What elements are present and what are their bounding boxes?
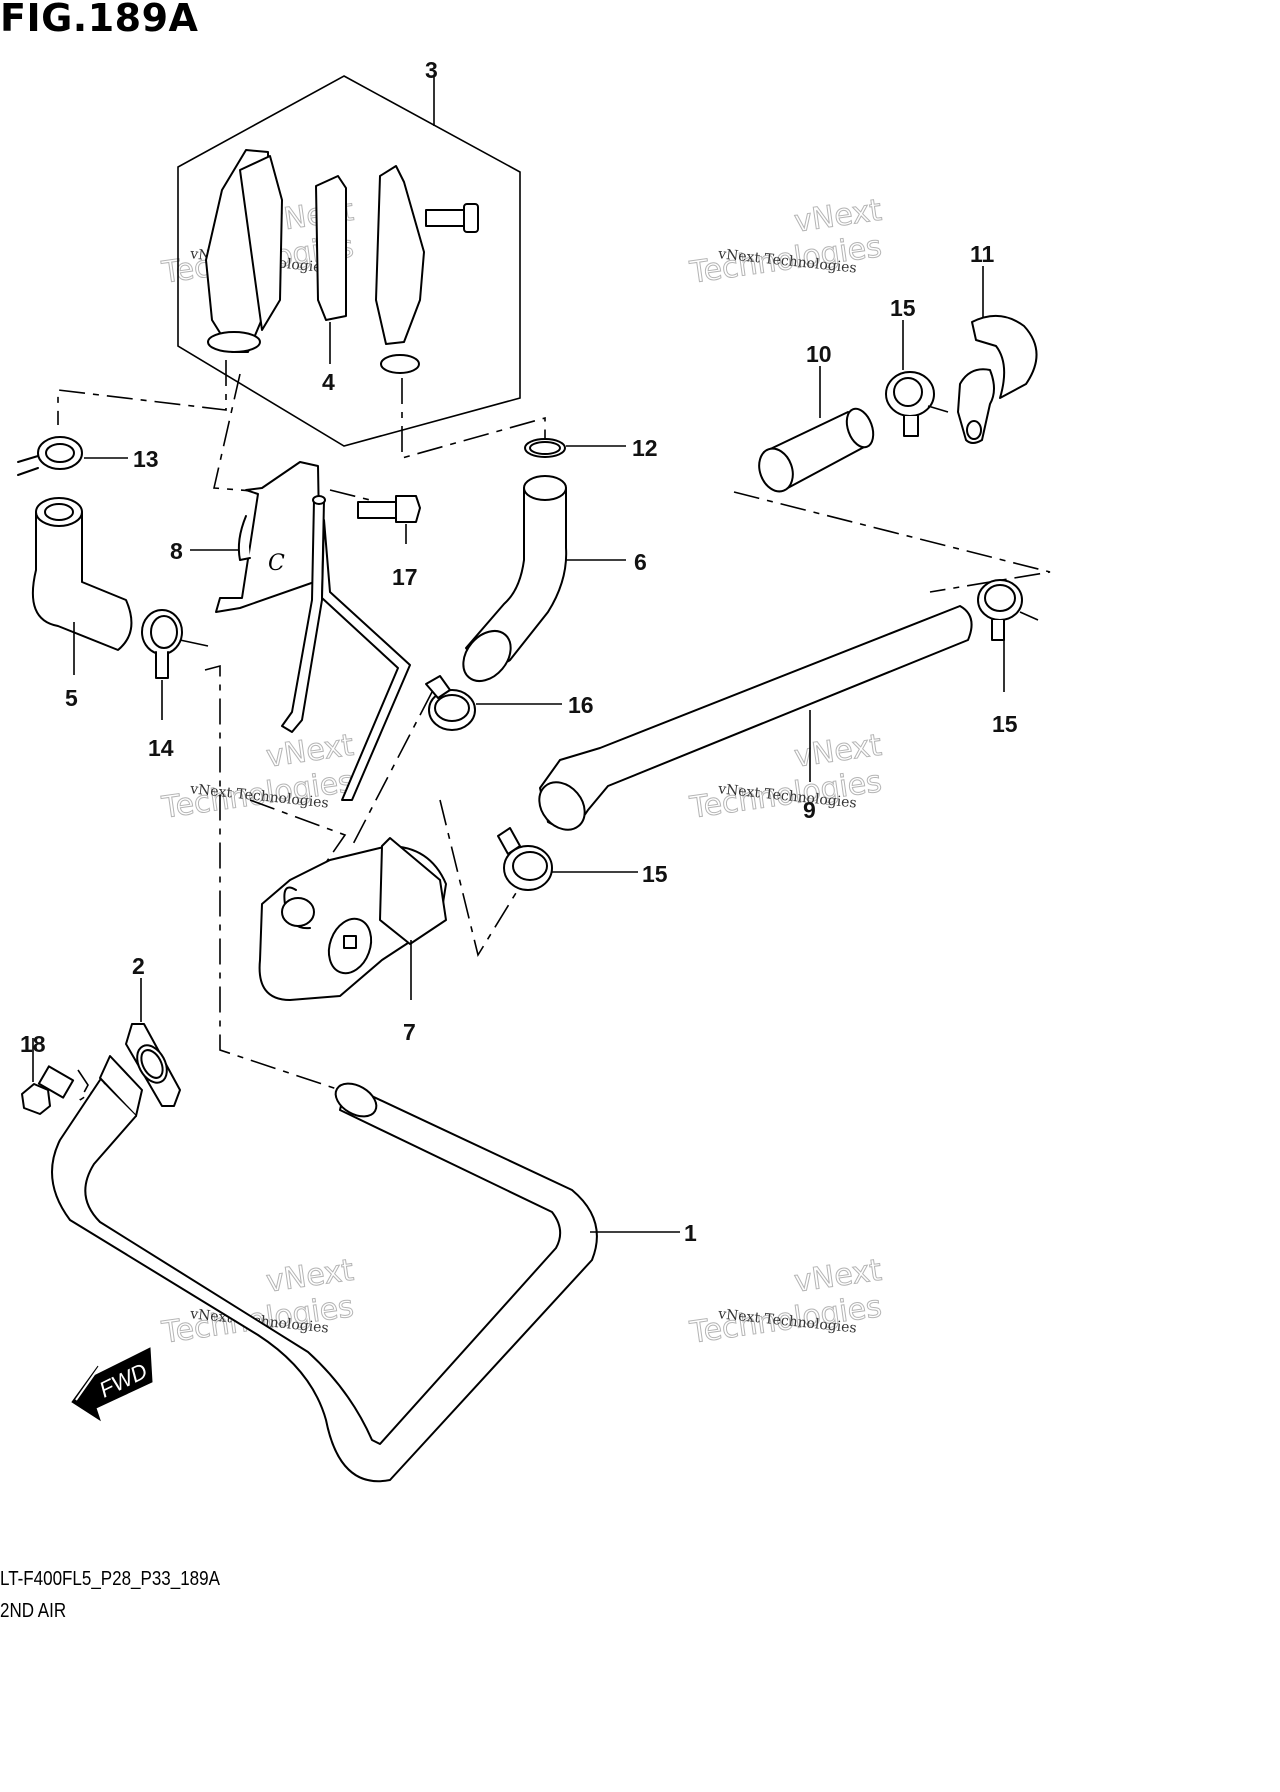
part-13-clamp[interactable] bbox=[17, 436, 83, 476]
part-3-reed-valve-assembly[interactable] bbox=[177, 75, 521, 447]
callout-11[interactable]: 11 bbox=[970, 241, 995, 267]
part-11-clamp-holder[interactable] bbox=[957, 315, 1038, 444]
dashline-14-1 bbox=[204, 664, 341, 1091]
model-code: LT-F400FL5_P28_P33_189A bbox=[0, 1568, 220, 1590]
part-15-clamp-top[interactable] bbox=[885, 371, 949, 437]
watermark-mid-left: vNext Technologies vNext Technologies bbox=[159, 727, 357, 826]
callout-15-top[interactable]: 15 bbox=[890, 295, 916, 321]
part-18-bolt[interactable] bbox=[21, 1065, 75, 1115]
bracket-pipes bbox=[281, 495, 411, 801]
callout-10[interactable]: 10 bbox=[806, 341, 832, 367]
part-6-hose[interactable] bbox=[454, 475, 568, 690]
watermark-bottom-left: vNext Technologies vNext Technologies bbox=[159, 1252, 357, 1351]
callout-3[interactable]: 3 bbox=[425, 57, 438, 83]
housing-right-nozzle bbox=[380, 354, 420, 374]
part-9-hose[interactable] bbox=[530, 605, 973, 839]
part-8-bracket[interactable]: C bbox=[215, 461, 321, 613]
part-2-gasket[interactable] bbox=[125, 1023, 181, 1107]
callout-7[interactable]: 7 bbox=[403, 1019, 416, 1045]
callout-18[interactable]: 18 bbox=[20, 1031, 46, 1057]
dashline-9-10 bbox=[733, 491, 1051, 593]
callout-16[interactable]: 16 bbox=[568, 692, 594, 718]
dashline-15-7 bbox=[439, 799, 531, 958]
section-name: 2ND AIR bbox=[0, 1600, 67, 1622]
dashline-12 bbox=[401, 378, 546, 460]
svg-text:C: C bbox=[268, 551, 285, 576]
housing-left-nozzle bbox=[207, 331, 261, 353]
callout-17[interactable]: 17 bbox=[392, 564, 418, 590]
reed-housing-right bbox=[375, 165, 425, 345]
watermark-bottom-right: vNext Technologies vNext Technologies bbox=[687, 1252, 885, 1351]
part-7-control-valve[interactable] bbox=[258, 837, 447, 1001]
part-12-clip-ring[interactable] bbox=[524, 438, 566, 458]
fwd-direction-arrow-icon: FWD bbox=[71, 1347, 153, 1422]
watermark-top-right: vNext Technologies vNext Technologies bbox=[687, 192, 885, 291]
part-16-clamp[interactable] bbox=[425, 675, 476, 731]
callout-15-right[interactable]: 15 bbox=[992, 711, 1018, 737]
part-15-clamp-right[interactable] bbox=[977, 579, 1039, 641]
callout-9[interactable]: 9 bbox=[803, 797, 816, 823]
callout-5[interactable]: 5 bbox=[65, 685, 78, 711]
part-17-bolt[interactable] bbox=[357, 495, 421, 523]
assembly-bolt-shaft bbox=[425, 209, 467, 227]
callout-14[interactable]: 14 bbox=[148, 735, 174, 761]
figure-title: FIG.189A bbox=[0, 0, 199, 40]
callout-15-lower[interactable]: 15 bbox=[642, 861, 668, 887]
reed-plate bbox=[315, 175, 347, 321]
callout-8[interactable]: 8 bbox=[170, 538, 183, 564]
part-1-hose[interactable] bbox=[51, 1055, 598, 1483]
callout-2[interactable]: 2 bbox=[132, 953, 145, 979]
part-5-hose-elbow[interactable] bbox=[31, 497, 133, 651]
callout-12[interactable]: 12 bbox=[632, 435, 658, 461]
assembly-bolt-head bbox=[463, 203, 479, 233]
callout-13[interactable]: 13 bbox=[133, 446, 159, 472]
dashline-16-7 bbox=[349, 691, 433, 851]
dashline-8 bbox=[213, 373, 267, 493]
part-14-clamp[interactable] bbox=[141, 609, 209, 679]
part-15-clamp-lower[interactable] bbox=[497, 827, 553, 891]
dashline-13 bbox=[57, 360, 227, 425]
callout-1[interactable]: 1 bbox=[684, 1220, 697, 1246]
assembly-outline bbox=[177, 75, 521, 447]
reed-housing-left-face bbox=[239, 155, 283, 331]
callout-6[interactable]: 6 bbox=[634, 549, 647, 575]
callout-4[interactable]: 4 bbox=[322, 369, 335, 395]
part-10-joint[interactable] bbox=[753, 405, 878, 496]
